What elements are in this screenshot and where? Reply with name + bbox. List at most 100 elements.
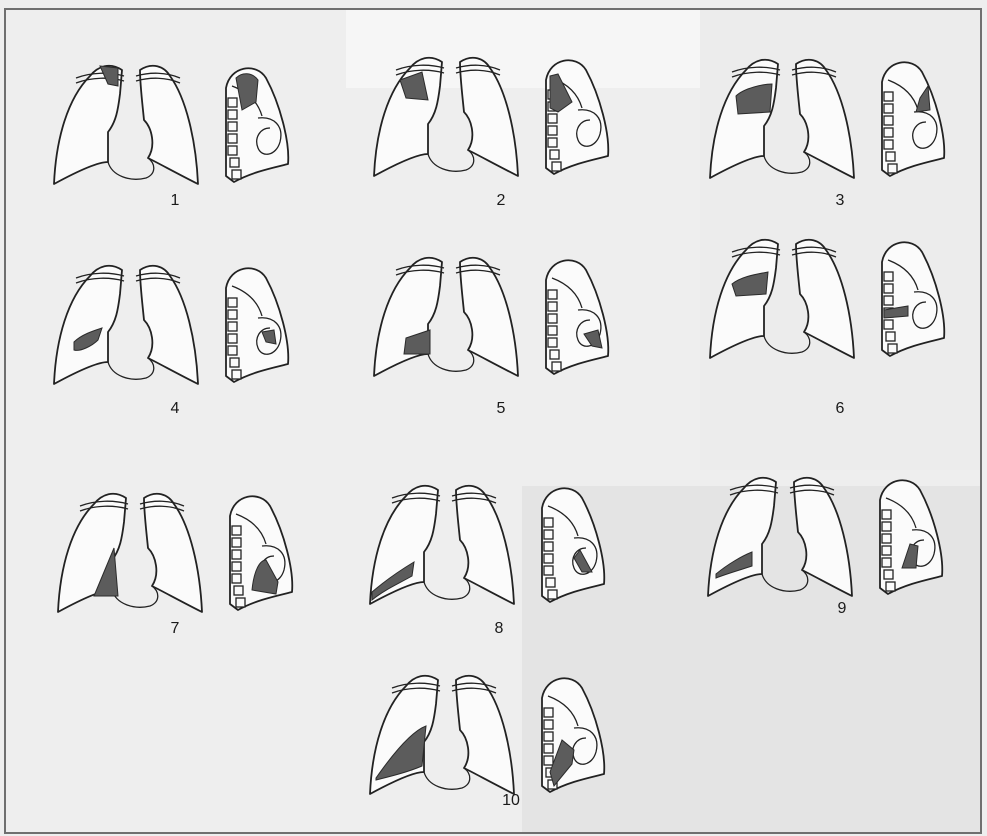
vertebra [884, 116, 893, 125]
lung-diagram [708, 52, 958, 192]
heart-contour [764, 332, 810, 353]
vertebra [548, 590, 557, 599]
frontal-view [370, 486, 514, 604]
frontal-view [370, 676, 514, 794]
heart-contour [762, 570, 808, 591]
vertebra [884, 570, 893, 579]
vertebra [546, 578, 555, 587]
vertebra [548, 326, 557, 335]
lung-figure-4 [52, 258, 302, 398]
vertebra [882, 534, 891, 543]
vertebra [232, 170, 241, 179]
heart-contour [424, 578, 470, 599]
vertebra [886, 332, 895, 341]
frontal-view [54, 266, 198, 384]
vertebra [232, 574, 241, 583]
vertebra [884, 284, 893, 293]
vertebra [544, 708, 553, 717]
lateral-view [226, 268, 288, 382]
lung-left-outline [460, 58, 518, 176]
vertebra [230, 358, 239, 367]
figure-number: 2 [486, 192, 516, 210]
frontal-view [710, 60, 854, 178]
heart-contour [112, 586, 158, 607]
vertebra [232, 370, 241, 379]
lateral-view [230, 496, 292, 610]
vertebra [232, 550, 241, 559]
vertebra [544, 720, 553, 729]
vertebra [544, 744, 553, 753]
vertebra [550, 350, 559, 359]
figure-number: 10 [496, 792, 526, 810]
vertebra [882, 522, 891, 531]
vertebra [882, 558, 891, 567]
vertebra [232, 562, 241, 571]
lung-left-outline [456, 486, 514, 604]
lateral-view [226, 68, 288, 182]
figure-number: 6 [825, 400, 855, 418]
lung-figure-5 [372, 250, 622, 390]
vertebra [544, 554, 553, 563]
lung-diagram [52, 258, 302, 398]
vertebra [548, 114, 557, 123]
frontal-view [374, 58, 518, 176]
lung-figure-8 [368, 478, 618, 618]
figure-number: 1 [160, 192, 190, 210]
vertebra [552, 362, 561, 371]
vertebra [548, 338, 557, 347]
vertebra [888, 164, 897, 173]
lateral-view [546, 60, 608, 174]
lung-left-outline [796, 240, 854, 358]
lung-figure-6 [708, 232, 958, 372]
frontal-view [710, 240, 854, 358]
vertebra [888, 344, 897, 353]
lung-diagram [706, 470, 956, 610]
vertebra [228, 122, 237, 131]
frontal-view [374, 258, 518, 376]
lung-right-outline [54, 266, 122, 384]
vertebra [884, 272, 893, 281]
vertebra [548, 314, 557, 323]
vertebra [544, 542, 553, 551]
lung-figure-2 [372, 50, 622, 190]
lung-figure-10 [368, 668, 618, 808]
vertebra [228, 346, 237, 355]
vertebra [884, 140, 893, 149]
vertebra [232, 526, 241, 535]
vertebra [228, 334, 237, 343]
figure-number: 8 [484, 620, 514, 638]
vertebra [548, 290, 557, 299]
lung-figure-9 [706, 470, 956, 610]
lung-right-outline [710, 240, 778, 358]
vertebra [884, 296, 893, 305]
vertebra [886, 582, 895, 591]
vertebra [886, 152, 895, 161]
vertebra [228, 134, 237, 143]
vertebra [550, 150, 559, 159]
vertebra [544, 732, 553, 741]
lung-diagram [368, 478, 618, 618]
lung-figure-3 [708, 52, 958, 192]
lung-right-outline [374, 258, 442, 376]
figure-number: 9 [827, 600, 857, 618]
lateral-view [880, 480, 942, 594]
lung-diagram [708, 232, 958, 372]
vertebra [234, 586, 243, 595]
figure-number: 7 [160, 620, 190, 638]
lateral-view [546, 260, 608, 374]
vertebra [884, 320, 893, 329]
vertebra [232, 538, 241, 547]
vertebra [884, 104, 893, 113]
vertebra [228, 98, 237, 107]
lung-left-outline [460, 258, 518, 376]
vertebra [230, 158, 239, 167]
lung-right-outline [374, 58, 442, 176]
lung-left-outline [144, 494, 202, 612]
vertebra [544, 518, 553, 527]
lateral-view [542, 678, 604, 792]
lung-diagram [372, 50, 622, 190]
vertebra [552, 162, 561, 171]
heart-contour [764, 152, 810, 173]
lung-left-outline [140, 66, 198, 184]
